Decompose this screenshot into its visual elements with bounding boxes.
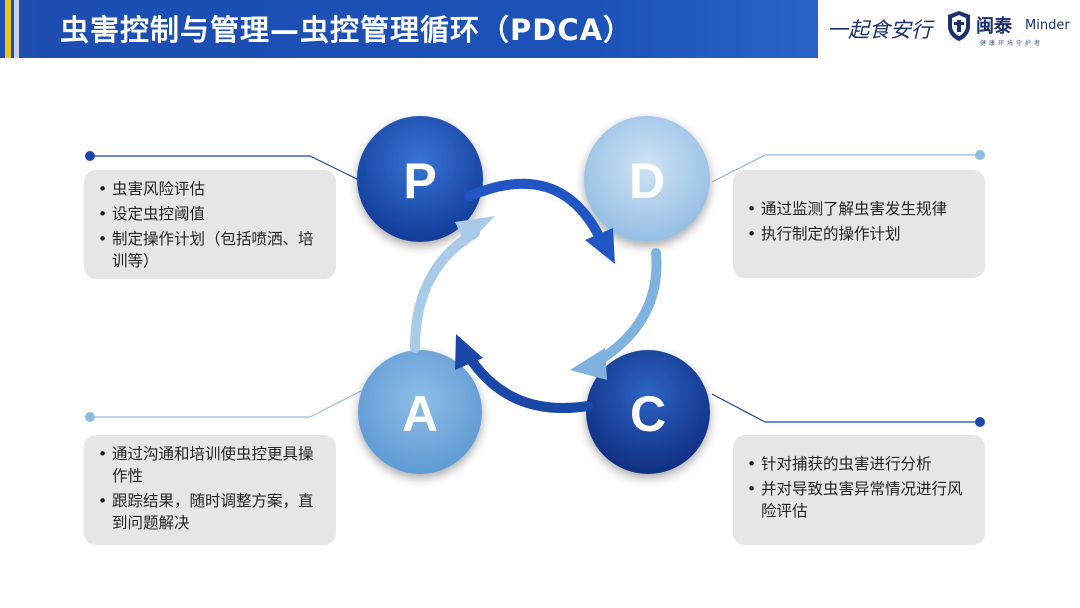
- arrow-head-icon: [455, 334, 483, 370]
- connector-lines: [85, 150, 985, 427]
- list-item: 执行制定的操作计划: [747, 223, 973, 245]
- page-title: 虫害控制与管理—虫控管理循环（PDCA）: [60, 13, 634, 47]
- do-letter: D: [629, 153, 665, 209]
- plan-letter: P: [403, 153, 436, 209]
- do-description-box: 通过监测了解虫害发生规律 执行制定的操作计划: [733, 170, 985, 278]
- arrow-head-icon: [455, 216, 495, 246]
- header-accent-stripe: [5, 0, 11, 58]
- title-panel: [38, 0, 818, 58]
- arrow-do-to-check: [590, 248, 662, 368]
- brand-tagline: 健康环境守护者: [980, 40, 1044, 47]
- plan-circle: [357, 116, 483, 242]
- cycle-arrows: [410, 178, 662, 413]
- arrow-head-icon: [570, 348, 607, 380]
- check-letter: C: [630, 386, 666, 442]
- act-letter: A: [402, 386, 438, 442]
- check-circle: [586, 350, 710, 474]
- list-item: 设定虫控阈值: [98, 203, 324, 225]
- header-accent-stripe-light: [14, 0, 19, 58]
- slogan-text: 一起食安行: [827, 18, 932, 42]
- list-item: 制定操作计划（包括喷洒、培训等）: [98, 228, 324, 272]
- arrow-check-to-act: [465, 353, 593, 413]
- arrow-act-to-plan: [410, 228, 480, 353]
- list-item: 跟踪结果，随时调整方案，直到问题解决: [98, 490, 324, 534]
- check-description-box: 针对捕获的虫害进行分析 并对导致虫害异常情况进行风险评估: [733, 435, 985, 545]
- plan-description-box: 虫害风险评估 设定虫控阈值 制定操作计划（包括喷洒、培训等）: [84, 170, 336, 279]
- act-description-box: 通过沟通和培训使虫控更具操作性 跟踪结果，随时调整方案，直到问题解决: [84, 435, 336, 545]
- brand-english-name: Minder: [1025, 18, 1070, 33]
- list-item: 并对导致虫害异常情况进行风险评估: [747, 478, 973, 522]
- shield-logo-icon: [948, 11, 970, 41]
- act-circle: [358, 350, 482, 474]
- list-item: 虫害风险评估: [98, 178, 324, 200]
- arrow-plan-to-do: [465, 178, 605, 243]
- do-circle: [584, 116, 710, 242]
- pdca-diagram: P D A C 虫害风险评估 设定虫控阈值 制定操作计划（包括喷洒、培训等） 通…: [0, 58, 1080, 608]
- list-item: 通过沟通和培训使虫控更具操作性: [98, 443, 324, 487]
- pdca-cycle-graphic: P D A C: [85, 116, 985, 474]
- list-item: 通过监测了解虫害发生规律: [747, 198, 973, 220]
- list-item: 针对捕获的虫害进行分析: [747, 453, 973, 475]
- arrow-head-icon: [585, 228, 615, 264]
- brand-name: 闽泰: [976, 16, 1012, 37]
